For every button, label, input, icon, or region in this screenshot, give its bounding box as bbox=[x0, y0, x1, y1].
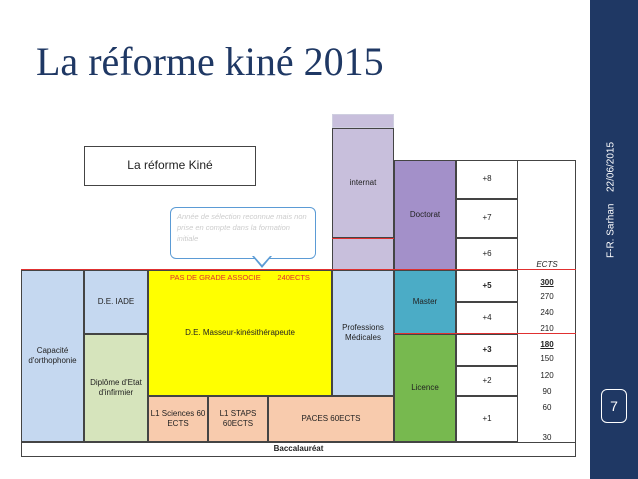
diplome-infirmier: Diplôme d'Etat d'infirmier bbox=[84, 334, 148, 442]
internat-lower-block bbox=[332, 238, 394, 270]
level-plus5: +5 bbox=[456, 270, 518, 302]
tooltip-tail-inner bbox=[254, 256, 270, 265]
level-plus8: +8 bbox=[456, 160, 518, 199]
l1-staps: L1 STAPS 60ECTS bbox=[208, 396, 268, 442]
ects-270: 270 bbox=[540, 291, 554, 301]
ects-180: 180 bbox=[540, 339, 554, 349]
level-plus1: +1 bbox=[456, 396, 518, 442]
sidebar bbox=[590, 0, 638, 479]
ects-300: 300 bbox=[540, 277, 554, 287]
level-plus4: +4 bbox=[456, 302, 518, 334]
internat-top-block bbox=[332, 114, 394, 128]
ects-150: 150 bbox=[540, 353, 554, 363]
author-label: F-R. Sarhan bbox=[605, 203, 617, 258]
doctorat-ects-area bbox=[518, 160, 576, 270]
doctorat-cell: Doctorat bbox=[394, 160, 456, 270]
red-line-180 bbox=[394, 333, 576, 334]
ects-240: 240 bbox=[540, 307, 554, 317]
red-line-internat bbox=[332, 238, 394, 239]
ects-210: 210 bbox=[540, 323, 554, 333]
slide-title: La réforme kiné 2015 bbox=[36, 39, 384, 84]
date-label: 22/06/2015 bbox=[605, 142, 617, 193]
level-plus7: +7 bbox=[456, 199, 518, 238]
l1-sciences: L1 Sciences 60 ECTS bbox=[148, 396, 208, 442]
de-masseur-kine: D.E. Masseur-kinésithérapeute bbox=[148, 270, 332, 396]
professions-medicales: Professions Médicales bbox=[332, 270, 394, 396]
level-plus2: +2 bbox=[456, 366, 518, 396]
ects-30: 30 bbox=[542, 432, 552, 442]
slide-date-author: F-R. Sarhan 22/06/2015 bbox=[597, 140, 625, 260]
internat-cell: internat bbox=[332, 128, 394, 238]
master-cell: Master bbox=[394, 270, 456, 334]
box-title: La réforme Kiné bbox=[84, 146, 256, 186]
ects-120: 120 bbox=[540, 370, 554, 380]
ects-90: 90 bbox=[542, 386, 552, 396]
ects-column bbox=[518, 270, 576, 442]
ects-60: 60 bbox=[542, 402, 552, 412]
page-number: 7 bbox=[601, 389, 627, 423]
capacite-orthophonie: Capacité d'orthophonie bbox=[21, 270, 84, 442]
paces: PACES 60ECTS bbox=[268, 396, 394, 442]
level-plus6: +6 bbox=[456, 238, 518, 270]
level-plus3: +3 bbox=[456, 334, 518, 366]
licence-cell: Licence bbox=[394, 334, 456, 442]
ects-header: ECTS bbox=[536, 259, 558, 269]
baccalaureat-row: Baccalauréat bbox=[21, 442, 576, 457]
de-iade: D.E. IADE bbox=[84, 270, 148, 334]
red-line-300 bbox=[21, 269, 576, 270]
pas-de-grade-label: PAS DE GRADE ASSOCIE 240ECTS bbox=[170, 272, 310, 282]
tooltip-callout: Année de sélection reconnue mais non pri… bbox=[170, 207, 316, 259]
